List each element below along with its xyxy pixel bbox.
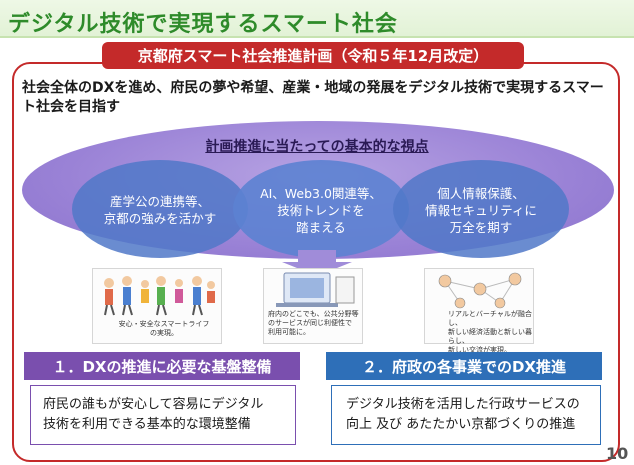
vision-statement: 社会全体のDXを進め、府民の夢や希望、産業・地域の発展をデジタル技術で実現するス… [22,80,604,115]
viewpoint-circle-1: 産学公の連携等、 京都の強みを活かす [72,160,248,258]
people-walking-icon [104,276,215,316]
caption-smart-life: 安心・安全なスマートライフ の実現。 [118,320,210,337]
laptop-icon [276,272,355,307]
viewpoint-circle-2: AI、Web3.0関連等、 技術トレンドを 踏まえる [233,160,409,258]
slide-title: デジタル技術で実現するスマート社会 [8,12,398,37]
illustration-public-service [263,268,363,344]
section-1-header: １．DXの推進に必要な基盤整備 [24,352,300,380]
down-arrow-stem [298,250,336,264]
caption-real-virtual: リアルとバーチャルが融合し、 新しい経済活動と新しい暮らし、 新しい交流が実現。 [448,310,532,354]
viewpoints-title: 計画推進に当たっての基本的な視点 [205,139,429,155]
illustration-real-virtual [424,268,534,344]
network-people-icon [438,272,522,309]
caption-public-service: 府内のどこでも、公共分野等 のサービスが同じ利便性で 利用可能に。 [268,310,359,336]
header-band [0,0,634,38]
page-number: 10 [606,444,629,463]
plan-banner: 京都府スマート社会推進計画（令和５年12月改定） [102,42,524,69]
section-1-body: 府民の誰もが安心して容易にデジタル 技術を利用できる基本的な環境整備 [30,385,296,445]
section-2-header: ２．府政の各事業でのDX推進 [326,352,602,380]
viewpoint-circle-3: 個人情報保護、 情報セキュリティに 万全を期す [393,160,569,258]
section-2-body: デジタル技術を活用した行政サービスの 向上 及び あたたかい京都づくりの推進 [331,385,601,445]
illustration-smart-life [92,268,222,344]
